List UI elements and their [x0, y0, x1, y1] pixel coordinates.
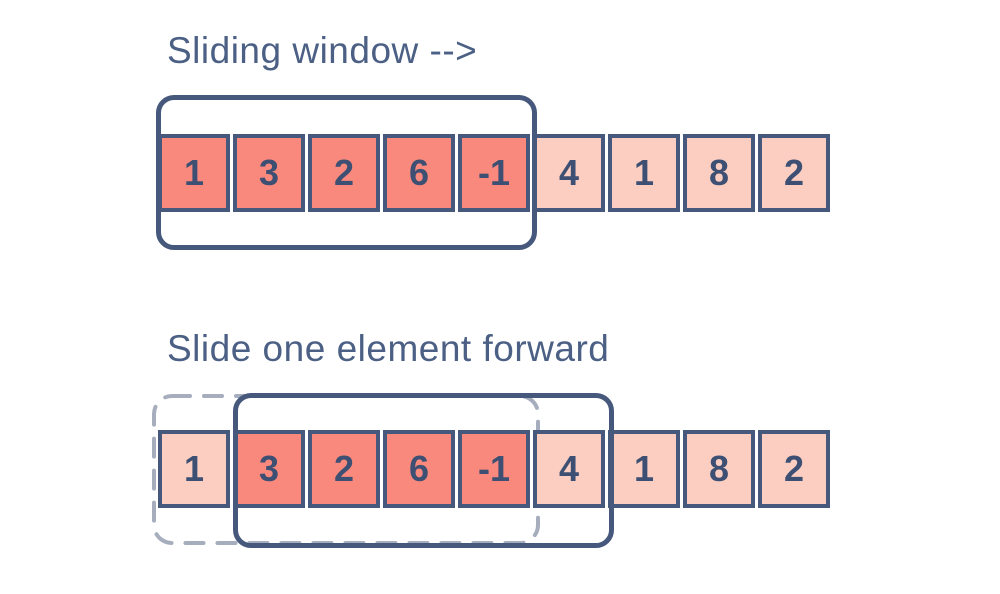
array-cell: 2	[758, 430, 830, 508]
array-cell: 4	[533, 430, 605, 508]
cell-value: 2	[783, 152, 805, 193]
new-window-outline	[233, 393, 614, 548]
array-cell: 2	[308, 134, 380, 212]
cell-value: 6	[408, 152, 430, 193]
cell-value: 2	[333, 448, 355, 489]
cell-value: 2	[783, 448, 805, 489]
array-cell: 1	[158, 134, 230, 212]
array-cell: 8	[683, 430, 755, 508]
cell-value: 6	[408, 448, 430, 489]
array-cell: 1	[608, 430, 680, 508]
array-row-top: 1 3 2 6 -1 4 1 8 2	[158, 134, 830, 212]
array-cell: 8	[683, 134, 755, 212]
array-cell: 3	[233, 134, 305, 212]
array-cell: 4	[533, 134, 605, 212]
array-cell: 2	[758, 134, 830, 212]
top-caption: Sliding window -->	[167, 30, 478, 71]
array-cell: -1	[458, 134, 530, 212]
cell-value: 1	[633, 448, 655, 489]
cell-value: -1	[477, 448, 510, 489]
array-cell: 6	[383, 134, 455, 212]
array-row-bottom: 1 3 2 6 -1 4 1 8 2	[158, 430, 830, 508]
cell-value: 4	[558, 448, 580, 489]
array-cell: 2	[308, 430, 380, 508]
sliding-window-outline	[156, 95, 537, 250]
cell-value: -1	[477, 152, 510, 193]
cell-value: 3	[258, 448, 280, 489]
bottom-caption: Slide one element forward	[167, 328, 610, 369]
array-cell: 3	[233, 430, 305, 508]
cell-value: 2	[333, 152, 355, 193]
array-cell: -1	[458, 430, 530, 508]
array-cell: 1	[608, 134, 680, 212]
cell-value: 1	[183, 448, 205, 489]
array-cell: 6	[383, 430, 455, 508]
cell-value: 4	[558, 152, 580, 193]
array-cell: 1	[158, 430, 230, 508]
cell-value: 3	[258, 152, 280, 193]
cell-value: 1	[633, 152, 655, 193]
cell-value: 8	[708, 152, 730, 193]
cell-value: 1	[183, 152, 205, 193]
cell-value: 8	[708, 448, 730, 489]
